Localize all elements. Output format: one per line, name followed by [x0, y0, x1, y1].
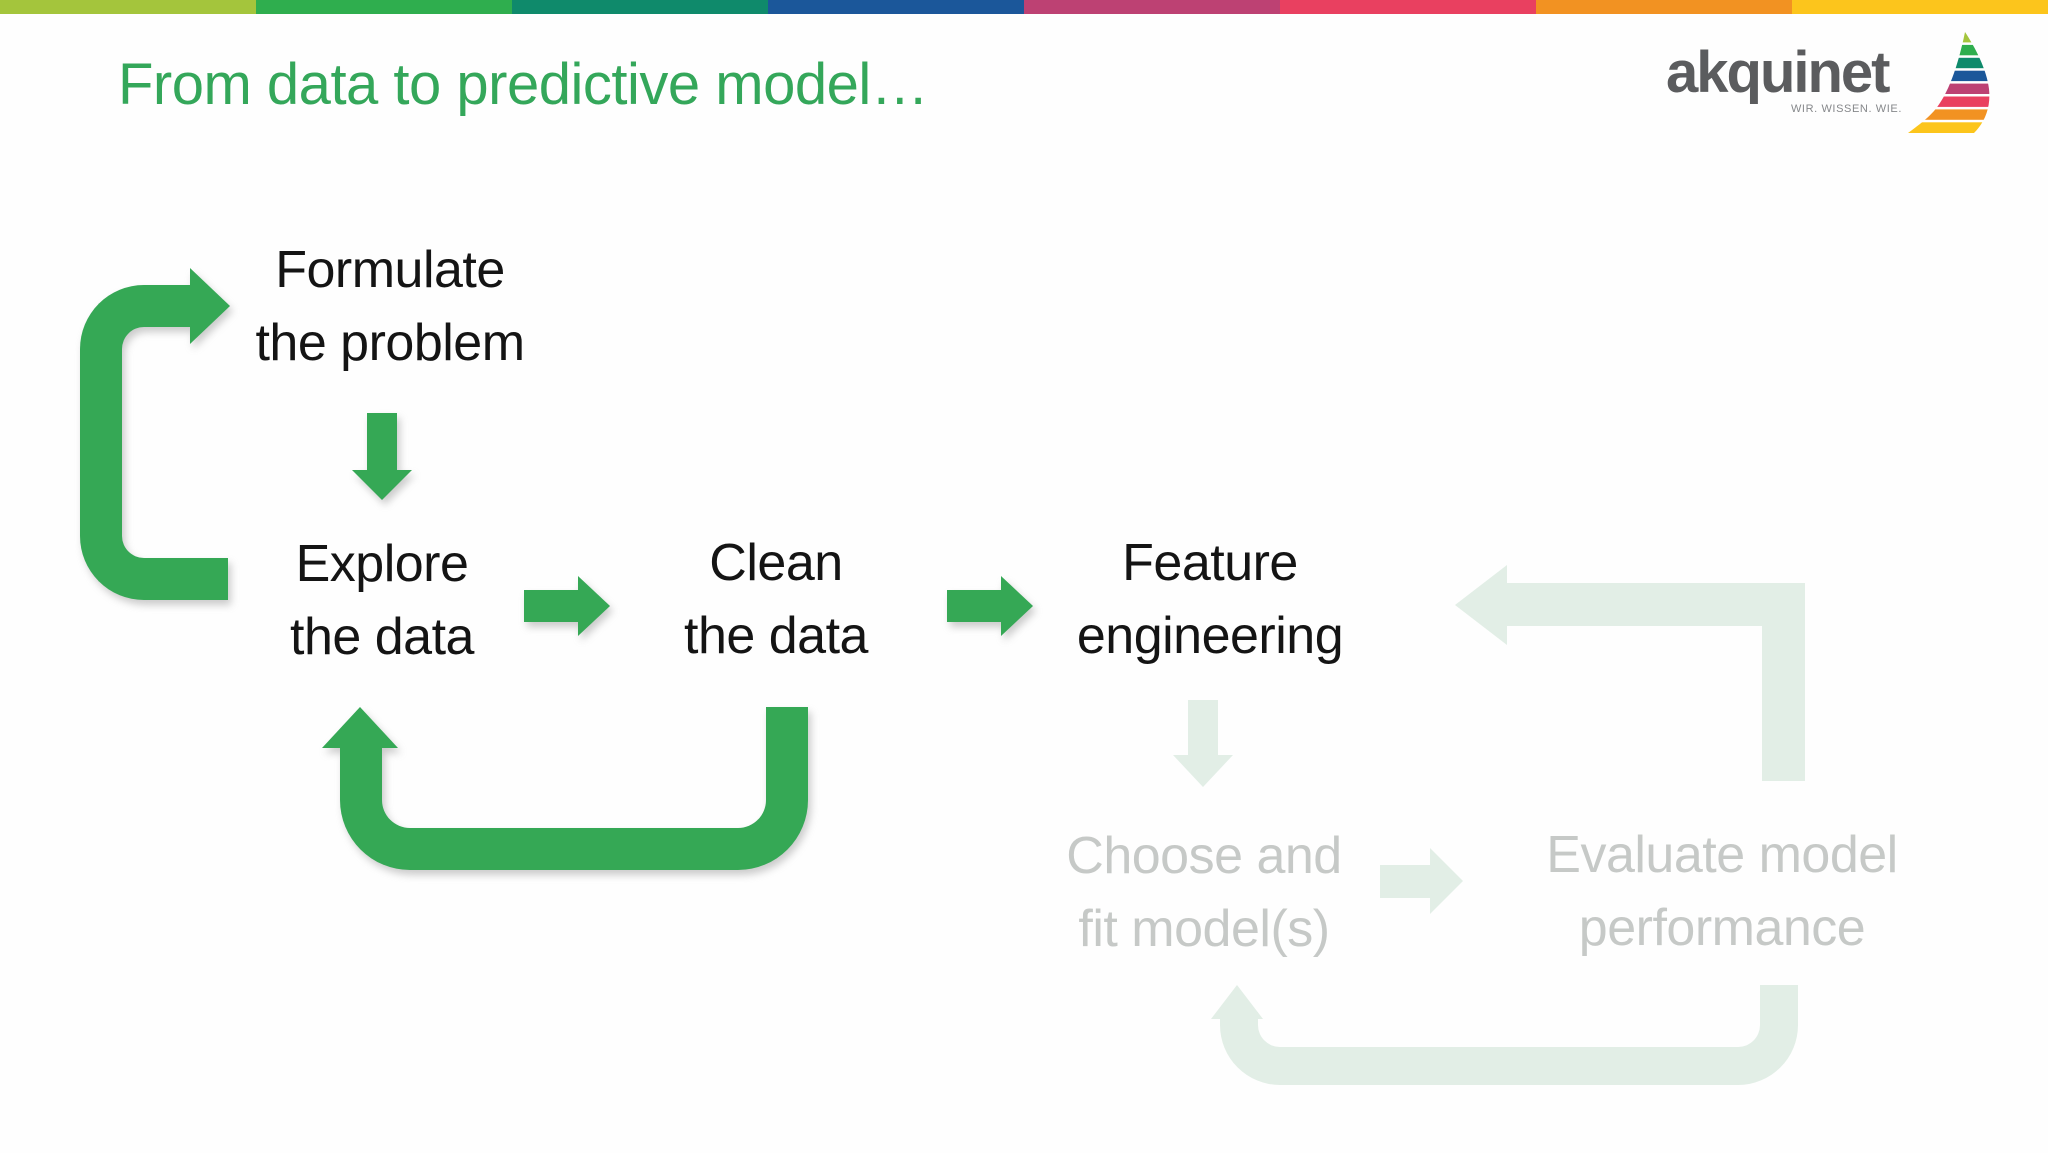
top-bar-segment: [1024, 0, 1280, 14]
loop-bar-vertical: [1762, 583, 1805, 781]
node-label-line1: Formulate: [275, 241, 505, 299]
loop-evaluate-to-feature: [1455, 565, 1805, 781]
arrowhead-right: [1001, 576, 1033, 636]
loop-bar-horizontal: [1505, 583, 1805, 626]
arrow-stem: [1188, 700, 1218, 755]
loop-bar: [80, 285, 190, 600]
top-bar-segment: [256, 0, 512, 14]
top-bar-segment: [1536, 0, 1792, 14]
logo-wordmark: akquinet: [1666, 40, 1890, 105]
node-evaluate-model-performance: Evaluate model performance: [1546, 819, 1898, 965]
arrow-feature-to-choose: [1173, 700, 1233, 787]
arrow-stem: [367, 413, 397, 470]
node-label-line1: Evaluate model: [1546, 826, 1898, 884]
arrow-choose-to-evaluate: [1380, 848, 1463, 914]
loop-bar: [340, 740, 808, 870]
node-label-line2: the problem: [255, 314, 525, 372]
node-explore-the-data: Explore the data: [290, 528, 474, 674]
page-title: From data to predictive model…: [118, 52, 929, 117]
top-bar-segment: [768, 0, 1024, 14]
arrowhead-right: [578, 576, 610, 636]
node-clean-the-data: Clean the data: [684, 527, 868, 673]
node-label-line1: Explore: [295, 535, 469, 593]
loop-clean-to-explore: [322, 707, 808, 870]
akquinet-logo: akquinet WIR. WISSEN. WIE.: [1666, 44, 1906, 124]
arrow-stem: [1380, 865, 1430, 898]
top-bar-segment: [1280, 0, 1536, 14]
top-bar-segment: [0, 0, 256, 14]
top-bar-segment: [512, 0, 768, 14]
loop-bar: [1220, 1012, 1798, 1085]
arrow-stem: [947, 590, 1001, 622]
arrow-stem: [524, 590, 578, 622]
node-label-line1: Feature: [1122, 534, 1298, 592]
arrowhead-left: [1455, 565, 1507, 645]
logo-sail-icon: [1908, 32, 1990, 133]
top-bar-segment: [1792, 0, 2048, 14]
logo-tagline: WIR. WISSEN. WIE.: [1790, 103, 1902, 115]
arrowhead-down: [1173, 755, 1233, 787]
node-label-line2: the data: [684, 607, 868, 665]
loop-tail: [766, 707, 808, 747]
node-label-line2: the data: [290, 608, 474, 666]
node-formulate-the-problem: Formulate the problem: [255, 234, 525, 380]
loop-explore-to-formulate: [80, 268, 230, 600]
arrowhead-right: [190, 268, 230, 344]
node-feature-engineering: Feature engineering: [1076, 527, 1344, 673]
arrow-explore-to-clean: [524, 576, 610, 636]
loop-tail: [1760, 985, 1798, 1015]
node-label-line1: Clean: [709, 534, 843, 592]
arrowhead-down: [352, 470, 412, 500]
node-label-line2: performance: [1578, 899, 1866, 957]
arrow-clean-to-feature: [947, 576, 1033, 636]
loop-evaluate-to-choose: [1211, 985, 1802, 1085]
node-label-line2: engineering: [1076, 607, 1344, 665]
loop-tail: [190, 558, 228, 600]
arrowhead-right: [1430, 848, 1463, 914]
top-color-bar: [0, 0, 2048, 14]
node-choose-and-fit-models: Choose and fit model(s): [1066, 820, 1342, 966]
node-label-line1: Choose and: [1066, 827, 1342, 885]
arrow-formulate-to-explore: [352, 413, 412, 500]
node-label-line2: fit model(s): [1078, 900, 1330, 958]
